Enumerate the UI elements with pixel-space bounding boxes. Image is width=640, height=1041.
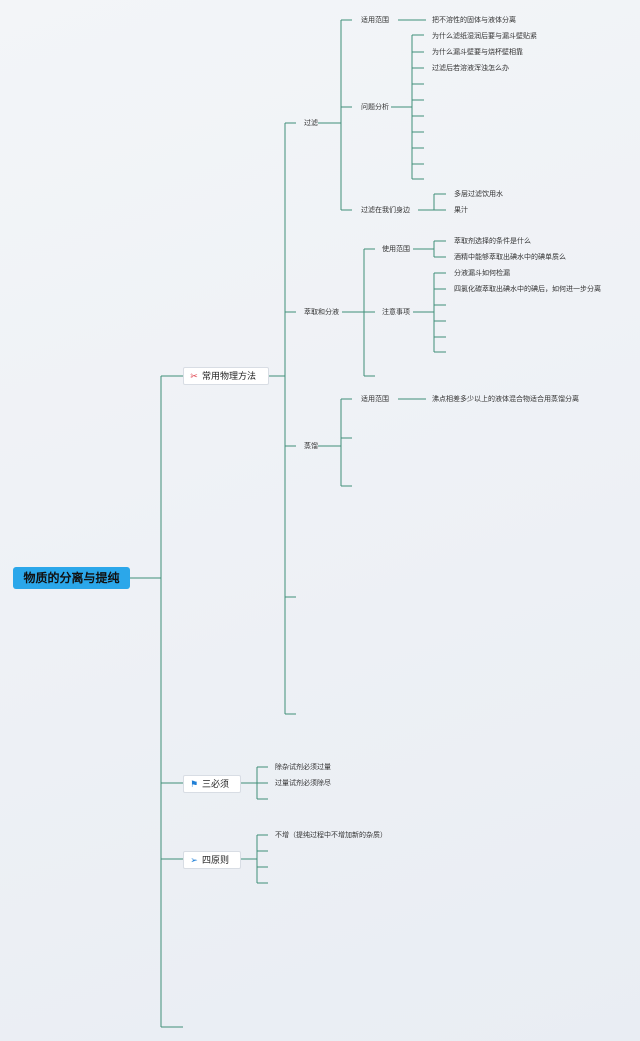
leaf-three-1[interactable]: 除杂试剂必须过量 [275,763,331,771]
topic-extraction[interactable]: 萃取和分液 [304,308,339,316]
leaf-distill-scope-text[interactable]: 沸点相差多少以上的液体混合物适合用蒸馏分离 [432,395,579,403]
flag-icon: ⚑ [189,780,199,790]
branch-physical-methods[interactable]: ✂ 常用物理方法 [183,367,269,385]
topic-filter-daily[interactable]: 过滤在我们身边 [361,206,410,214]
branch-physical-label: 常用物理方法 [202,372,257,382]
leaf-problem-2[interactable]: 为什么漏斗壁要与烧杯壁相靠 [432,48,523,56]
leaf-daily-2[interactable]: 果汁 [454,206,468,214]
leaf-four-1[interactable]: 不增（提纯过程中不增加新的杂质） [275,831,387,839]
leaf-filter-scope-text[interactable]: 把不溶性的固体与液体分离 [432,16,516,24]
topic-extraction-scope[interactable]: 使用范围 [382,245,410,253]
branch-four-label: 四原则 [202,856,230,866]
leaf-problem-3[interactable]: 过滤后若溶液浑浊怎么办 [432,64,509,72]
topic-distillation-scope[interactable]: 适用范围 [361,395,389,403]
branch-four-principles[interactable]: ➢ 四原则 [183,851,241,869]
topic-filter-scope[interactable]: 适用范围 [361,16,389,24]
paper-plane-icon: ➢ [190,856,198,866]
leaf-extract-scope-2[interactable]: 酒精中能够萃取出碘水中的碘单质么 [454,253,566,261]
branch-three-label: 三必须 [202,780,230,790]
leaf-note-2[interactable]: 四氯化碳萃取出碘水中的碘后，如何进一步分离 [454,285,601,293]
root-topic[interactable]: 物质的分离与提纯 [13,567,130,589]
leaf-note-1[interactable]: 分液漏斗如何检漏 [454,269,510,277]
topic-distillation[interactable]: 蒸馏 [304,442,318,450]
branch-three-musts[interactable]: ⚑三必须 [183,775,241,793]
topic-filter-problems[interactable]: 问题分析 [361,103,389,111]
leaf-daily-1[interactable]: 多层过滤饮用水 [454,190,503,198]
leaf-three-2[interactable]: 过量试剂必须除尽 [275,779,331,787]
leaf-problem-1[interactable]: 为什么滤纸湿润后要与漏斗壁贴紧 [432,32,537,40]
topic-extraction-notes[interactable]: 注意事项 [382,308,410,316]
tools-icon: ✂ [190,372,198,382]
topic-filter[interactable]: 过滤 [304,119,318,127]
leaf-extract-scope-1[interactable]: 萃取剂选择的条件是什么 [454,237,531,245]
